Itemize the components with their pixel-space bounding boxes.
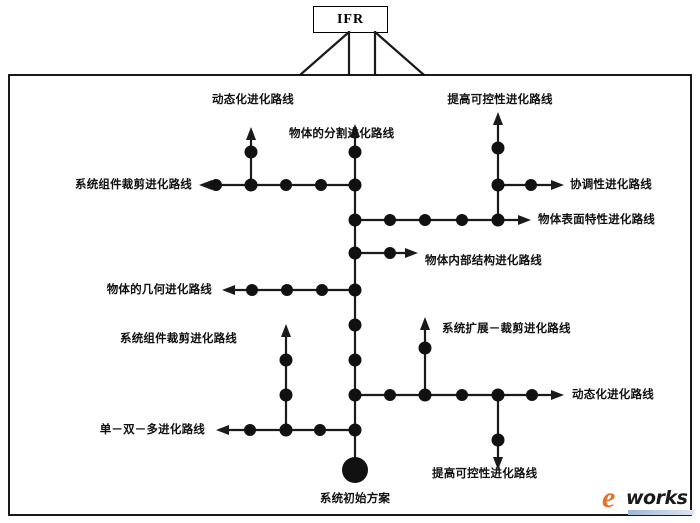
node (491, 141, 505, 155)
arrowhead-object-segmentation (350, 124, 360, 137)
node (348, 246, 362, 260)
node (315, 179, 327, 191)
node (348, 388, 362, 402)
arrowhead-controllability-top (493, 112, 503, 125)
arrowheads (199, 112, 564, 470)
node (244, 424, 256, 436)
node (348, 318, 362, 332)
logo-e-mark: e (602, 486, 616, 514)
node (526, 389, 538, 401)
arrowhead-surface-feature (518, 215, 531, 225)
node (348, 213, 362, 227)
eworks-logo: e works (600, 486, 696, 518)
arrowhead-system-expand-trim (420, 317, 430, 330)
node (419, 214, 431, 226)
ifr-label: IFR (336, 11, 365, 27)
node (279, 353, 293, 367)
arrowhead-dynamization-top (246, 127, 256, 140)
arrowhead-internal-structure (405, 248, 418, 258)
node (491, 213, 505, 227)
node (314, 424, 326, 436)
arrowhead-object-geometry (222, 285, 235, 295)
label-system-component-trim-lower: 系统组件裁剪进化路线 (120, 331, 237, 345)
logo-underline-bar (628, 510, 694, 515)
node (384, 389, 396, 401)
arrowhead-coordination (551, 180, 564, 190)
label-object-geometry: 物体的几何进化路线 (106, 282, 212, 296)
arrowhead-mono-bi-poly (216, 425, 229, 435)
label-coordination: 协调性进化路线 (570, 177, 652, 191)
label-controllability-top: 提高可控性进化路线 (447, 92, 553, 106)
node (210, 179, 222, 191)
label-system-component-trim-upper: 系统组件裁剪进化路线 (75, 177, 192, 191)
node (348, 145, 362, 159)
tree-edges (205, 118, 558, 468)
node (348, 423, 362, 437)
tree-nodes (210, 141, 538, 483)
node (525, 179, 537, 191)
node (348, 353, 362, 367)
node (384, 247, 396, 259)
ifr-leg-left-diagonal (299, 31, 350, 76)
node (456, 389, 468, 401)
arrowhead-dynamization-lower (551, 390, 564, 400)
diagram-frame (8, 74, 692, 516)
logo-wordmark: works (626, 487, 688, 509)
label-dynamization-lower: 动态化进化路线 (572, 387, 654, 401)
label-object-internal-structure: 物体内部结构进化路线 (425, 253, 542, 267)
label-mono-bi-poly: 单－双－多进化路线 (99, 422, 205, 436)
node (244, 145, 258, 159)
node (280, 179, 292, 191)
node (491, 388, 505, 402)
node (279, 423, 293, 437)
ifr-leg-right-diagonal (374, 31, 425, 76)
node (246, 284, 258, 296)
node (491, 433, 505, 447)
arrowhead-controllability-bottom (493, 457, 503, 470)
label-system-expand-trim: 系统扩展－裁剪进化路线 (442, 321, 571, 335)
node (316, 284, 328, 296)
node (281, 284, 293, 296)
node (348, 178, 362, 192)
label-controllability-bottom: 提高可控性进化路线 (432, 466, 538, 480)
node (384, 214, 396, 226)
arrowhead-component-trim-lower (281, 324, 291, 337)
root-node (342, 457, 368, 483)
node (279, 388, 293, 402)
label-root-node: 系统初始方案 (319, 491, 391, 505)
node (244, 178, 258, 192)
arrowhead-component-trim-upper (199, 180, 212, 190)
node (418, 341, 432, 355)
label-dynamization-top: 动态化进化路线 (212, 92, 294, 106)
node (348, 283, 362, 297)
node (418, 388, 432, 402)
node (456, 214, 468, 226)
ifr-box: IFR (313, 6, 388, 33)
connector-lines (299, 31, 425, 76)
label-object-segmentation: 物体的分割进化路线 (289, 126, 395, 140)
label-object-surface-feature: 物体表面特性进化路线 (538, 212, 655, 226)
node (491, 178, 505, 192)
